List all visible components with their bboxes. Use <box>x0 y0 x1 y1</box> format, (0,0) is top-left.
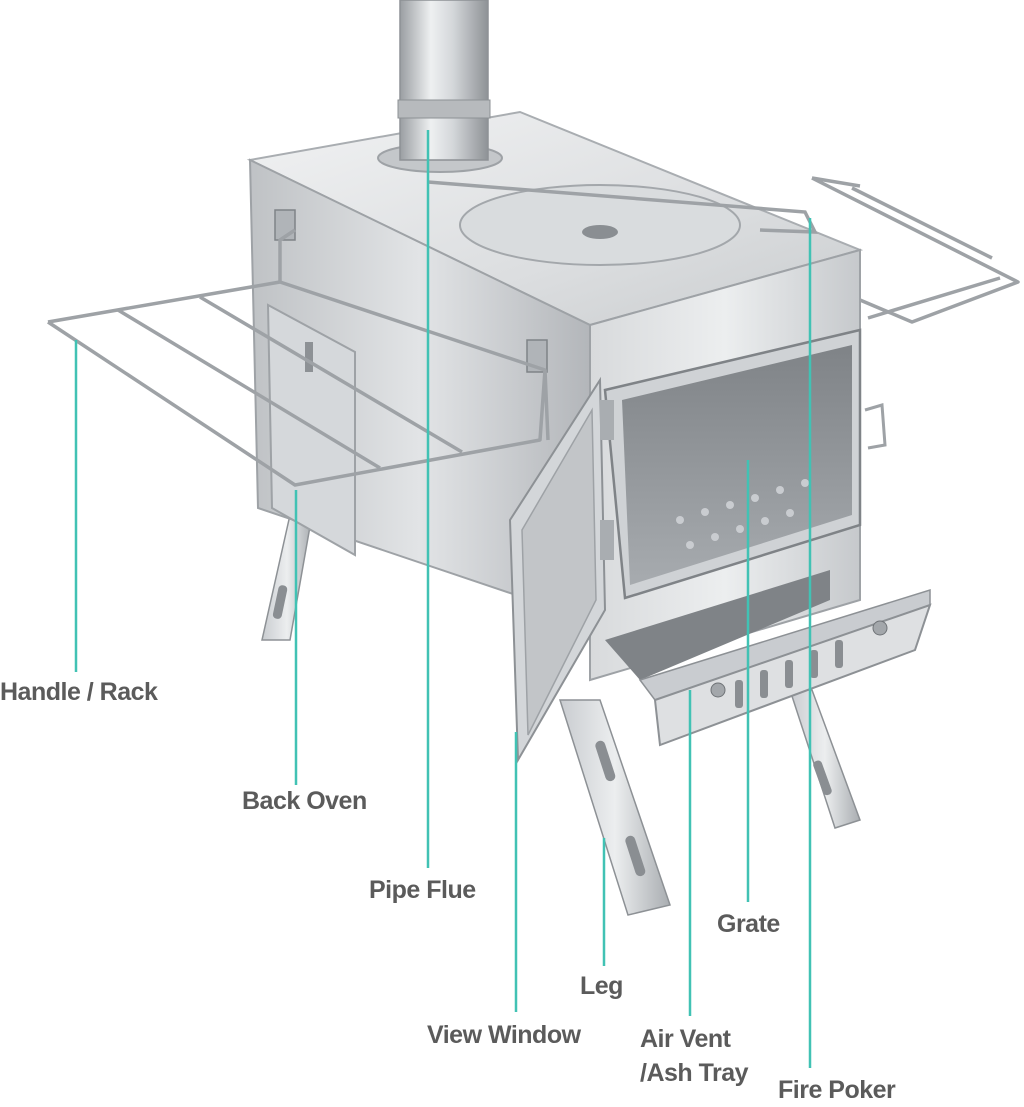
label-air-vent-line2: /Ash Tray <box>640 1059 749 1087</box>
back-left-leg <box>261 514 313 641</box>
leader-lines <box>74 130 812 1068</box>
label-leg: Leg <box>580 972 623 1000</box>
label-air-vent-ash-tray: Air Vent /Ash Tray <box>640 1022 749 1090</box>
label-handle-rack: Handle / Rack <box>0 678 158 706</box>
firebox-opening <box>603 328 862 600</box>
right-side-rack <box>811 176 1020 324</box>
open-door <box>508 376 614 764</box>
cooking-plate <box>459 184 741 266</box>
left-side-rack <box>47 228 550 487</box>
label-fire-poker: Fire Poker <box>778 1076 896 1104</box>
chimney-pipe <box>397 0 491 161</box>
label-pipe-flue: Pipe Flue <box>369 876 476 904</box>
label-grate: Grate <box>717 910 780 938</box>
ash-tray-drawer <box>605 570 932 747</box>
back-right-leg <box>788 689 861 829</box>
label-back-oven: Back Oven <box>242 787 367 815</box>
label-view-window: View Window <box>427 1021 581 1049</box>
side-rack-hook <box>864 403 887 450</box>
back-oven-door <box>266 303 356 557</box>
front-left-leg <box>558 699 671 916</box>
label-air-vent-line1: Air Vent <box>640 1025 731 1053</box>
